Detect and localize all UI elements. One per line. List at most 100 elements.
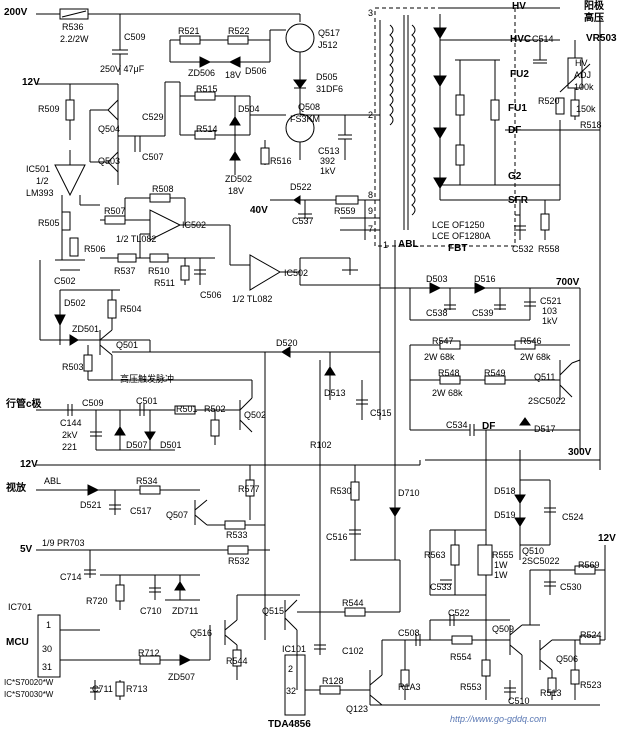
r546-value: 2W 68k — [520, 352, 551, 362]
r548-label: R548 — [438, 368, 460, 378]
zd506-label: ZD506 — [188, 68, 216, 78]
rail-12v: 12V — [22, 77, 40, 88]
d506-label: D506 — [245, 66, 267, 76]
r524-label: R524 — [580, 630, 602, 640]
r532-label: R532 — [228, 556, 250, 566]
shifang-label: 视放 — [6, 483, 26, 494]
rail-300v: 300V — [568, 447, 592, 458]
r537-label: R537 — [114, 266, 136, 276]
c507-label: C507 — [142, 152, 164, 162]
lce-label-1: LCE OF1250 — [432, 220, 485, 230]
vr503-r: 150k — [576, 104, 596, 114]
q511-label: Q511 — [534, 372, 556, 382]
c509b-label: C509 — [82, 398, 104, 408]
r509-label: R509 — [38, 104, 60, 114]
c530-label: C530 — [560, 582, 582, 592]
r502-label: R502 — [204, 404, 226, 414]
r128-label: R128 — [322, 676, 344, 686]
r546-label: R546 — [520, 336, 542, 346]
abl-label: ABL — [398, 239, 419, 250]
vr503-value: 100k — [574, 82, 594, 92]
r544-label: R544 — [226, 656, 248, 666]
c102-label: C102 — [342, 646, 364, 656]
q501-label: Q501 — [116, 340, 139, 350]
anode-label: 阳极 — [584, 1, 604, 12]
r521-label: R521 — [178, 26, 200, 36]
ic502b-label: IC502 — [284, 268, 309, 278]
r563-label: R563 — [424, 550, 446, 560]
ic502b-model: 1/2 TL082 — [232, 294, 273, 304]
c501-label: C501 — [136, 396, 158, 406]
d518-label: D518 — [494, 486, 516, 496]
r558-label: R558 — [538, 244, 560, 254]
r553-label: R553 — [460, 682, 482, 692]
r520-label: R520 — [538, 96, 560, 106]
q509-label: Q509 — [492, 624, 515, 634]
df-label: DF — [508, 125, 522, 136]
d501-label: D501 — [160, 440, 182, 450]
fbt-label: FBT — [448, 243, 468, 254]
c510-label: C510 — [508, 696, 530, 706]
zd711-label: ZD711 — [172, 606, 199, 616]
r559-label: R559 — [334, 206, 356, 216]
c539-label: C539 — [472, 308, 494, 318]
q504-label: Q504 — [98, 124, 121, 134]
d503-label: D503 — [426, 274, 448, 284]
r514-label: R514 — [196, 124, 218, 134]
q508-label: Q508 — [298, 102, 321, 112]
c537-label: C537 — [292, 216, 314, 226]
abl2-label: ABL — [44, 476, 62, 486]
c710-label: C710 — [140, 606, 162, 616]
vr503-adj: ADJ — [574, 70, 592, 80]
hv-label: HV — [512, 1, 526, 12]
c521-value2: 1kV — [542, 316, 558, 326]
q503-label: Q503 — [98, 156, 121, 166]
ic502-label: IC502 — [182, 220, 207, 230]
c513-value: 392 — [320, 156, 336, 166]
c508-label: C508 — [398, 628, 420, 638]
r530-label: R530 — [330, 486, 352, 496]
d517-label: D517 — [534, 424, 556, 434]
c534-label: C534 — [446, 420, 468, 430]
ic101-label: IC101 — [282, 644, 307, 654]
q502-label: Q502 — [244, 410, 267, 420]
r510-label: R510 — [148, 266, 170, 276]
q517-value: J512 — [318, 40, 338, 50]
fu2-label: FU2 — [510, 69, 529, 80]
d519-label: D519 — [494, 510, 516, 520]
d504-label: D504 — [238, 104, 260, 114]
r534-label: R534 — [136, 476, 158, 486]
c532-label: C532 — [512, 244, 534, 254]
watermark-url: http://www.go-gddq.com — [450, 714, 547, 724]
r102-label: R102 — [310, 440, 332, 450]
r1a3-label: R1A3 — [398, 682, 421, 692]
ic-s70020-label: IC*S70020*W — [4, 678, 54, 687]
anode-label2: 高压 — [584, 13, 604, 24]
zd502-value: 18V — [228, 186, 245, 196]
r536-value: 2.2/2W — [60, 34, 89, 44]
r577-label: R577 — [238, 484, 260, 494]
mcu-label: MCU — [6, 637, 29, 648]
rail-200v: 200V — [4, 7, 28, 18]
r518-label: R518 — [580, 120, 602, 130]
hd-collector-label: 行管c极 — [6, 399, 42, 410]
r533-label: R533 — [226, 530, 248, 540]
df2-label: DF — [482, 421, 496, 432]
c509-value: 250V 47μF — [100, 64, 145, 74]
r554-label: R554 — [450, 652, 472, 662]
ic501-model: LM393 — [26, 188, 54, 198]
ic701-pin31: 31 — [42, 662, 53, 672]
pin-2: 2 — [368, 110, 374, 120]
c517-label: C517 — [130, 506, 152, 516]
g2-label: G2 — [508, 171, 522, 182]
c711-label: C711 — [92, 684, 113, 694]
d513-label: D513 — [324, 388, 346, 398]
hv-pulse-label: 高压触发脉冲 — [120, 374, 175, 384]
r544b-label: R544 — [342, 598, 364, 608]
pin-8: 8 — [368, 190, 374, 200]
d502-label: D502 — [64, 298, 86, 308]
r511-label: R511 — [154, 278, 175, 288]
ic101-pin2: 2 — [288, 664, 294, 674]
